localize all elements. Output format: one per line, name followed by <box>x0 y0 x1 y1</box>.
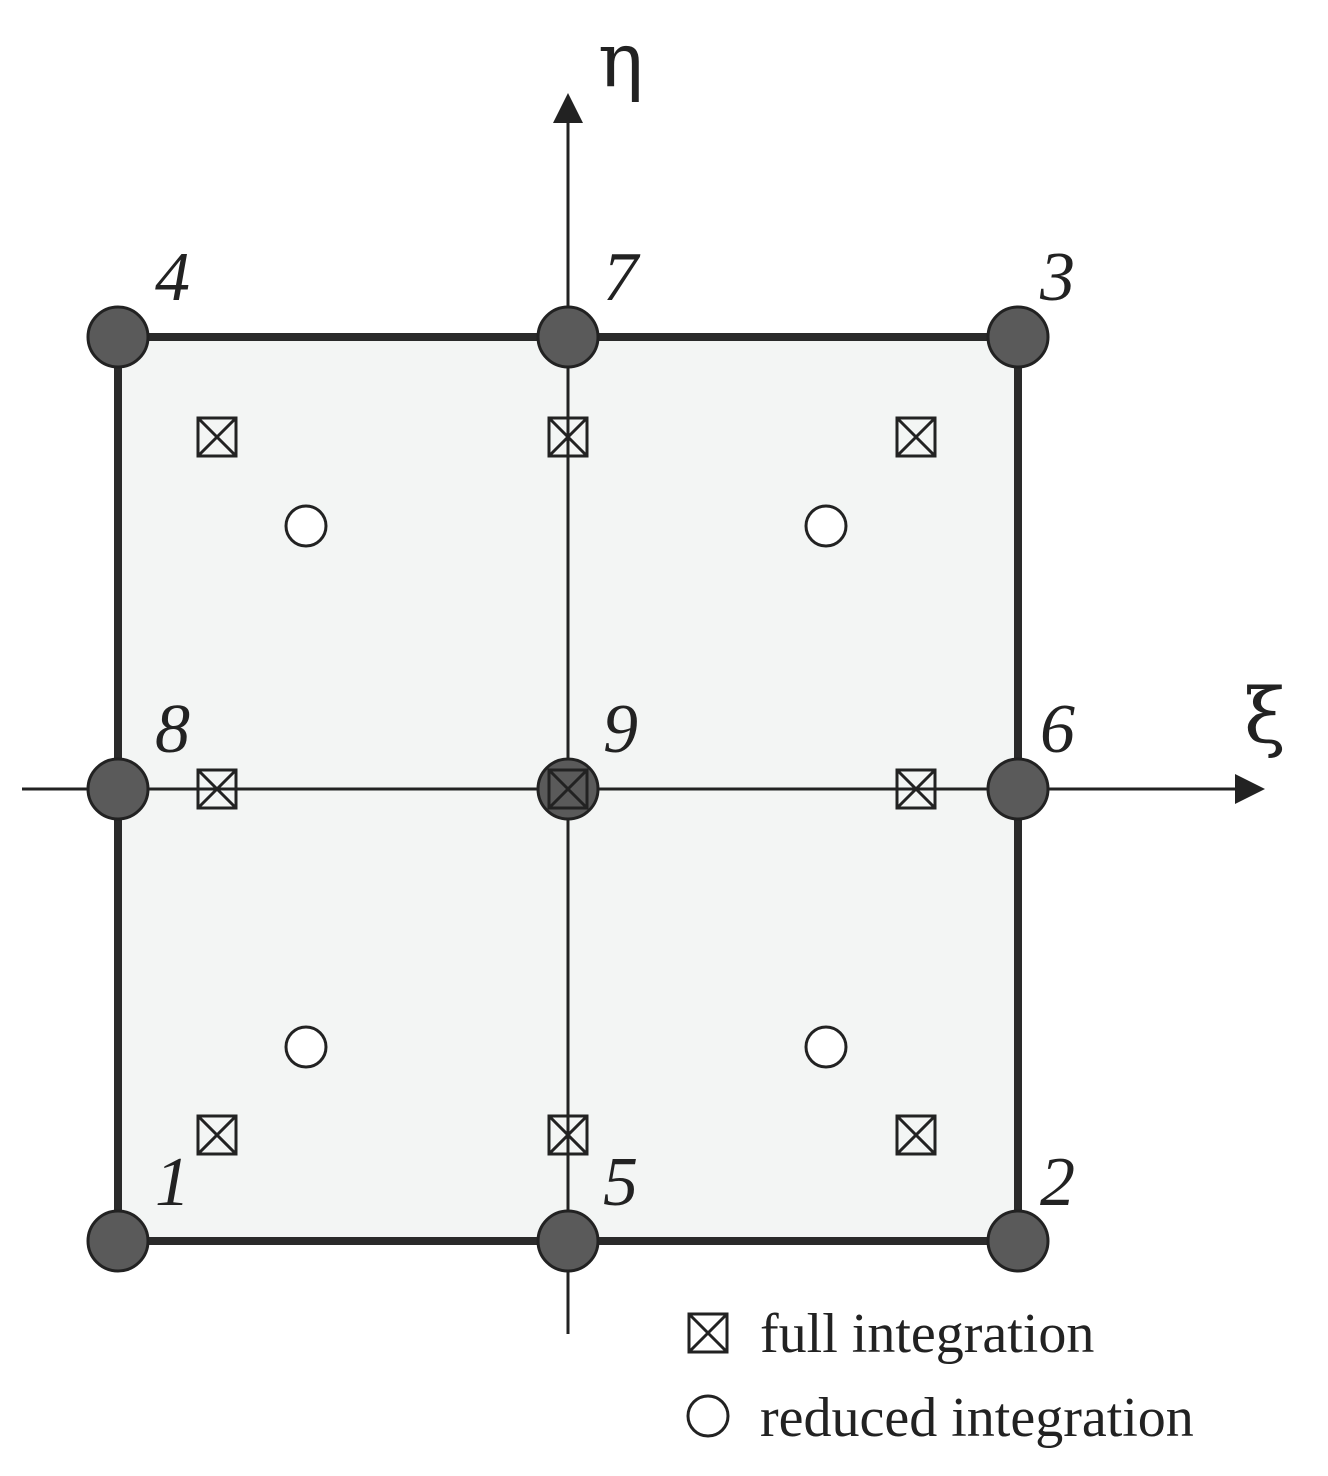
full-integration-point-center <box>547 768 589 810</box>
node-label-2: 2 <box>1040 1144 1075 1221</box>
reduced-integration-point <box>284 1025 328 1069</box>
full-integration-point <box>895 768 937 810</box>
node-8 <box>86 757 150 821</box>
full-integration-point <box>547 416 589 458</box>
node-3 <box>986 305 1050 369</box>
node-6 <box>986 757 1050 821</box>
full-integration-points <box>196 416 937 1156</box>
full-integration-point <box>196 768 238 810</box>
node-label-7: 7 <box>603 239 641 316</box>
reduced-integration-point <box>804 1025 848 1069</box>
reduced-integration-point <box>284 504 328 548</box>
xi-axis-label: ξ <box>1244 671 1286 760</box>
full-integration-point <box>547 1114 589 1156</box>
reduced-integration-points <box>284 504 848 1069</box>
full-integration-point <box>196 416 238 458</box>
node-label-8: 8 <box>155 691 190 768</box>
node-label-3: 3 <box>1039 239 1075 316</box>
node-7 <box>536 305 600 369</box>
legend: full integration reduced integration <box>686 1303 1194 1449</box>
node-label-5: 5 <box>603 1144 638 1221</box>
legend-full-label: full integration <box>760 1303 1094 1365</box>
eta-axis-label: η <box>598 15 644 104</box>
full-integration-point <box>196 1114 238 1156</box>
node-label-9: 9 <box>603 691 638 768</box>
legend-full-icon <box>687 1312 729 1354</box>
node-5 <box>536 1209 600 1273</box>
node-4 <box>86 305 150 369</box>
node-1 <box>86 1209 150 1273</box>
reduced-integration-point <box>804 504 848 548</box>
legend-reduced-label: reduced integration <box>760 1387 1194 1449</box>
full-integration-point <box>895 1114 937 1156</box>
node-2 <box>986 1209 1050 1273</box>
node-label-1: 1 <box>155 1144 190 1221</box>
full-integration-point <box>895 416 937 458</box>
node-label-4: 4 <box>155 239 190 316</box>
legend-reduced-icon <box>686 1394 730 1438</box>
node-label-6: 6 <box>1040 691 1075 768</box>
